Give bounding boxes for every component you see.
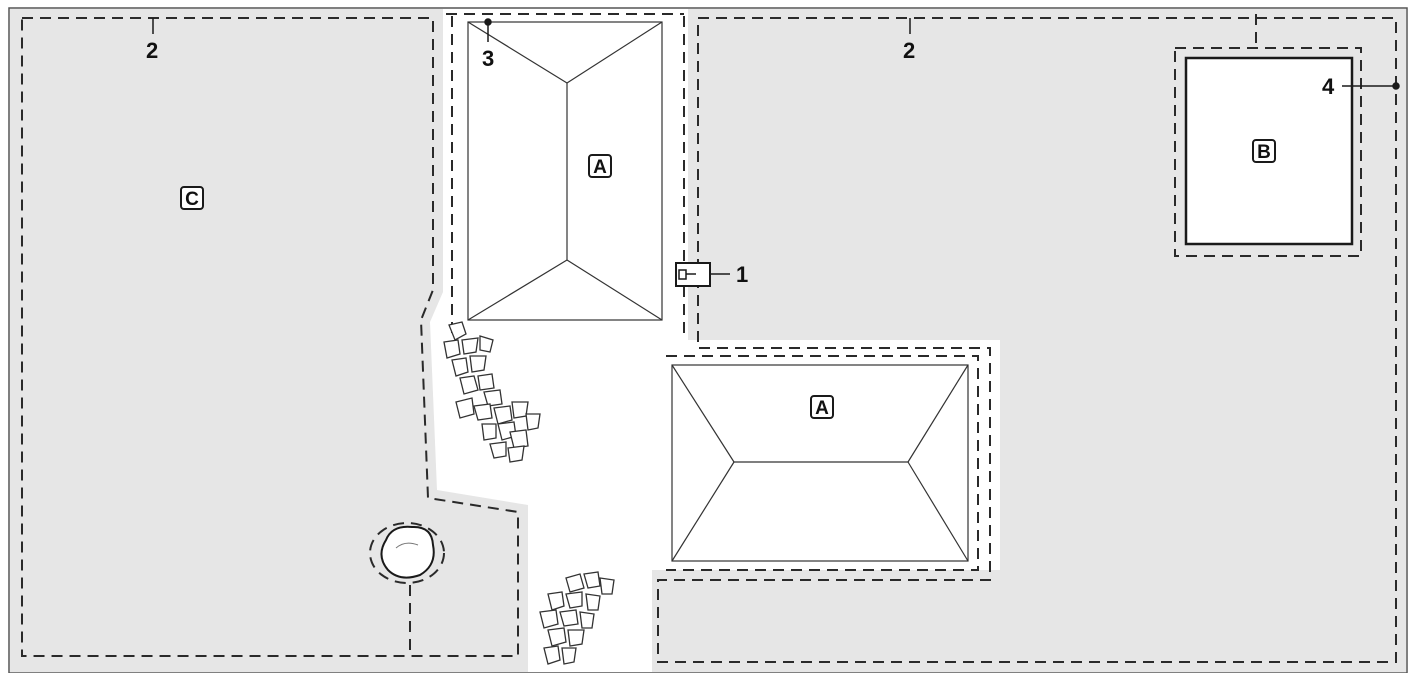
- lawn-left: [10, 9, 528, 672]
- callout-wire-left: 2: [146, 38, 158, 63]
- flagstone-icon: [539, 571, 615, 665]
- zone-label-house-upper: A: [588, 154, 612, 178]
- svg-text:C: C: [185, 189, 199, 210]
- callout-guide-point: 3: [482, 46, 494, 71]
- flagstone-icon: [443, 321, 541, 463]
- boundary-wire: [21, 13, 1397, 663]
- docking-station-icon: [675, 262, 711, 287]
- house-lower: [671, 364, 969, 562]
- callout-wire-right: 2: [903, 38, 915, 63]
- paved-top-strip: [443, 9, 688, 18]
- callout-leaders: [152, 18, 1400, 275]
- svg-text:A: A: [815, 398, 829, 419]
- zone-label-lawn: C: [180, 186, 204, 210]
- zone-label-shed: B: [1252, 139, 1276, 163]
- zone-label-house-lower: A: [810, 395, 834, 419]
- shrub-icon: [380, 525, 435, 579]
- callout-island-point: 4: [1322, 74, 1335, 99]
- svg-text:B: B: [1257, 142, 1271, 163]
- callout-dock: 1: [736, 262, 748, 287]
- svg-text:A: A: [593, 157, 607, 178]
- lawn-right-lower: [652, 570, 1000, 672]
- house-upper: [467, 21, 663, 321]
